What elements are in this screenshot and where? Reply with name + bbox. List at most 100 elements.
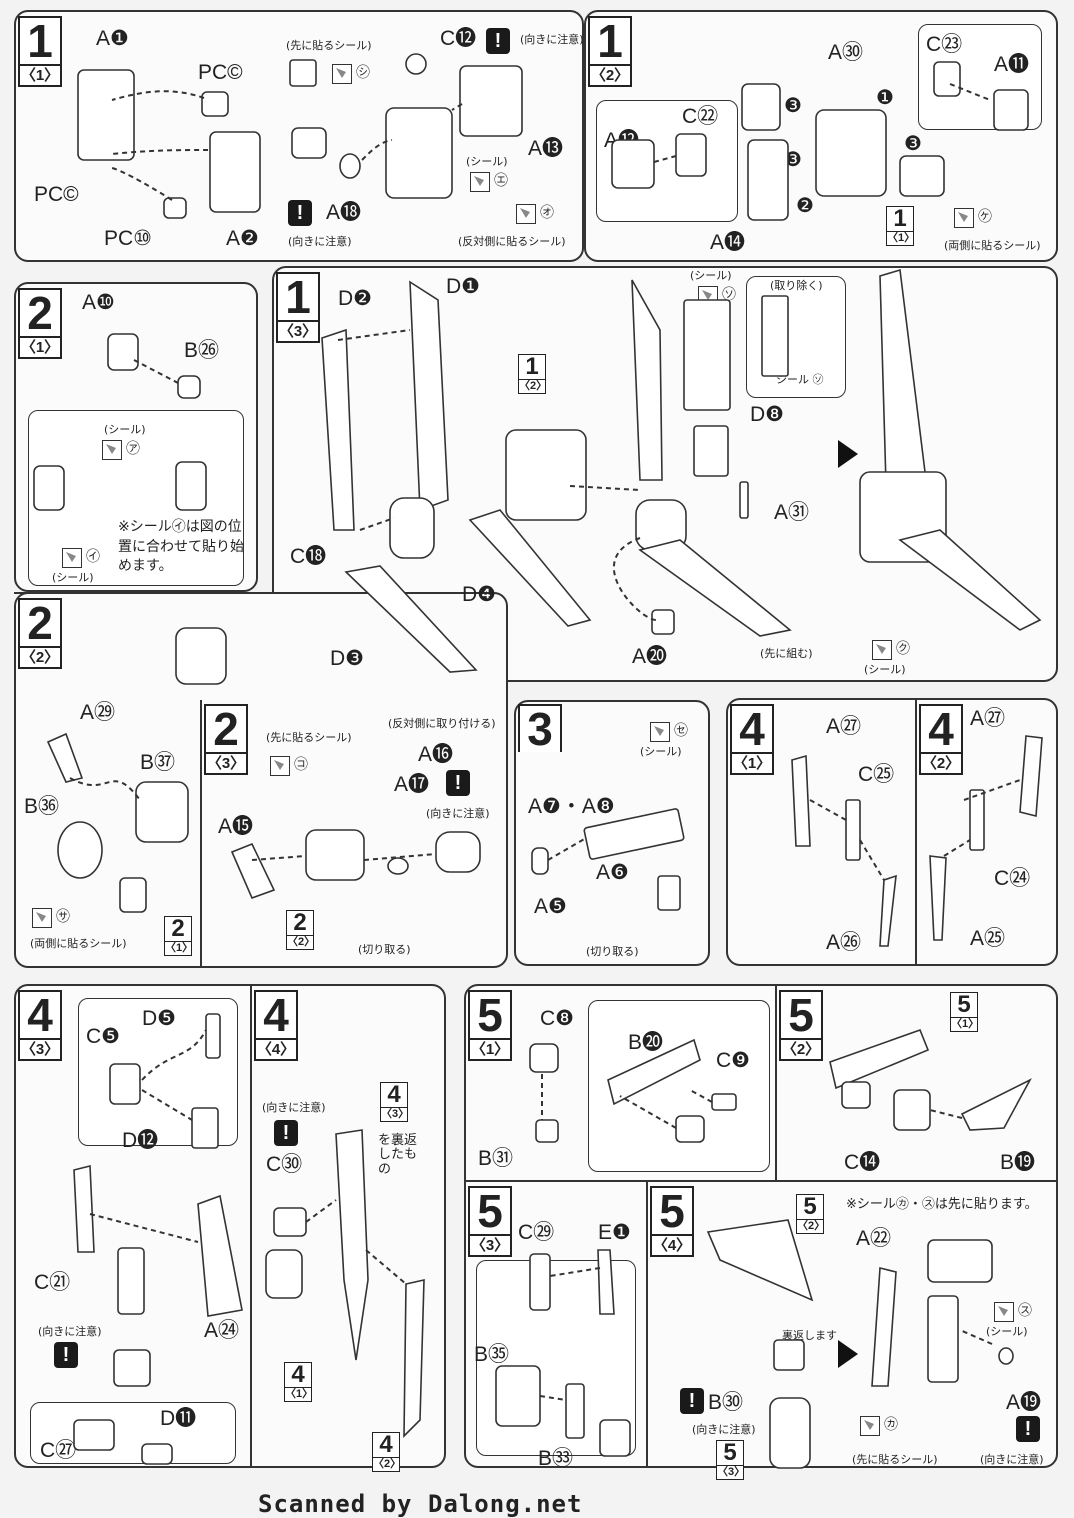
part-label: A⓯ (218, 815, 254, 838)
divider (464, 1180, 1058, 1182)
instruction-note: (シール) (104, 423, 146, 436)
divider (915, 698, 917, 966)
part-label: C❺ (86, 1025, 120, 1048)
step-number: 5〈3〉 (468, 1186, 512, 1257)
step-reference: 4〈1〉 (284, 1361, 314, 1402)
part-label: D❶ (446, 275, 480, 298)
step-reference: 1〈1〉 (886, 205, 916, 246)
part-label: D❸ (330, 647, 364, 670)
scan-credit: Scanned by Dalong.net (258, 1490, 583, 1518)
instruction-note: (反対側に取り付ける) (388, 717, 496, 730)
part-label: C⓲ (290, 545, 327, 568)
step-number: 4〈3〉 (18, 990, 62, 1061)
instruction-note: (向きに注意) (426, 807, 490, 820)
instruction-note: ※シール㋕・㋜は先に貼ります。 (846, 1197, 1038, 1212)
part-label: B⓴ (628, 1031, 664, 1054)
part-label: B㉟ (474, 1343, 510, 1366)
instruction-note: シール ㋞ (776, 373, 824, 386)
instruction-note: (向きに注意) (692, 1423, 756, 1436)
seal-code: ㋑ (86, 549, 100, 565)
part-label: A❶ (96, 27, 129, 50)
divider (646, 1182, 648, 1468)
part-label: B㉖ (184, 339, 220, 362)
seal-code: ㋔ (540, 205, 554, 221)
step-number: 1〈3〉 (276, 272, 320, 343)
part-label: A㉗ (970, 707, 1006, 730)
step-number: 2〈3〉 (204, 704, 248, 775)
instruction-note: ※シール㋑は図の位置に合わせて貼り始めます。 (118, 519, 244, 575)
warning-icon: ! (446, 770, 470, 796)
part-label: A㉕ (970, 927, 1006, 950)
part-label: A❿ (82, 291, 115, 314)
warning-icon: ! (680, 1388, 704, 1414)
step-number: 5〈2〉 (779, 990, 823, 1061)
inset-box (588, 1000, 770, 1172)
part-label: A⓬ (604, 129, 640, 152)
part-label: D❽ (750, 403, 784, 426)
step-number: 2〈1〉 (18, 288, 62, 359)
seal-icon (516, 204, 536, 224)
part-label: A⓳ (1006, 1391, 1042, 1414)
seal-code: ㋕ (884, 1417, 898, 1433)
part-label: D❹ (462, 583, 496, 606)
step-number: 1〈1〉 (18, 16, 62, 87)
step-number: 2〈2〉 (18, 598, 62, 669)
part-label: C㉓ (926, 33, 963, 56)
part-label: A㉖ (826, 931, 862, 954)
instruction-note: (切り取る) (586, 945, 639, 958)
part-label: C㉙ (518, 1221, 555, 1244)
part-label: A㉒ (856, 1227, 892, 1250)
seal-code: ㋙ (294, 757, 308, 773)
divider (775, 984, 777, 1180)
instruction-note: (シール) (52, 571, 94, 584)
seal-icon (470, 172, 490, 192)
instruction-note: (切り取る) (358, 943, 411, 956)
part-label: C㉚ (266, 1153, 303, 1176)
instruction-note: (両側に貼るシール) (944, 239, 1041, 252)
part-label: C㉑ (34, 1271, 71, 1294)
instruction-note: (両側に貼るシール) (30, 937, 127, 950)
instruction-note: (先に貼るシール) (266, 731, 352, 744)
callout-number: ❸ (784, 149, 802, 171)
step-reference: 2〈2〉 (286, 909, 316, 950)
instruction-note: (向きに注意) (288, 235, 352, 248)
step-reference: 5〈2〉 (796, 1193, 826, 1234)
part-label: PC© (34, 183, 79, 206)
part-label: D⓫ (160, 1407, 197, 1430)
seal-icon (102, 440, 122, 460)
seal-code: ㋞ (722, 287, 736, 303)
warning-icon: ! (274, 1120, 298, 1146)
seal-code: ㋚ (56, 909, 70, 925)
part-label: C㉔ (994, 867, 1031, 890)
part-label: A⓴ (632, 645, 668, 668)
part-label: C⓮ (844, 1151, 881, 1174)
part-label: A⓰ (418, 743, 454, 766)
seal-code: ㋛ (356, 65, 370, 81)
instruction-note: 裏返します (782, 1329, 837, 1342)
step-reference: 4〈3〉 (380, 1081, 410, 1122)
part-label: C❽ (540, 1007, 574, 1030)
part-label: A⓭ (528, 137, 564, 160)
part-label: B㊱ (24, 795, 60, 818)
instruction-note: (先に貼るシール) (286, 39, 372, 52)
callout-number: ❶ (876, 87, 894, 109)
part-label: B㉝ (538, 1447, 574, 1470)
part-label: B㊲ (140, 751, 176, 774)
instruction-note: (向きに注意) (520, 33, 584, 46)
panel-step-4-1-4-2 (726, 698, 1058, 966)
step-number: 3 (518, 704, 562, 752)
instruction-note: (先に貼るシール) (852, 1453, 938, 1466)
warning-icon: ! (486, 28, 510, 54)
seal-icon (860, 1416, 880, 1436)
part-label: C㉕ (858, 763, 895, 786)
part-label: A㉚ (828, 41, 864, 64)
part-label: A㉔ (204, 1319, 240, 1342)
part-label: A❷ (226, 227, 259, 250)
seal-code: ㋘ (978, 209, 992, 225)
part-label: C㉒ (682, 105, 719, 128)
seal-icon (872, 640, 892, 660)
part-label: A❺ (534, 895, 567, 918)
part-label: PC© (198, 61, 243, 84)
divider (14, 592, 258, 594)
part-label: A⓫ (994, 53, 1030, 76)
